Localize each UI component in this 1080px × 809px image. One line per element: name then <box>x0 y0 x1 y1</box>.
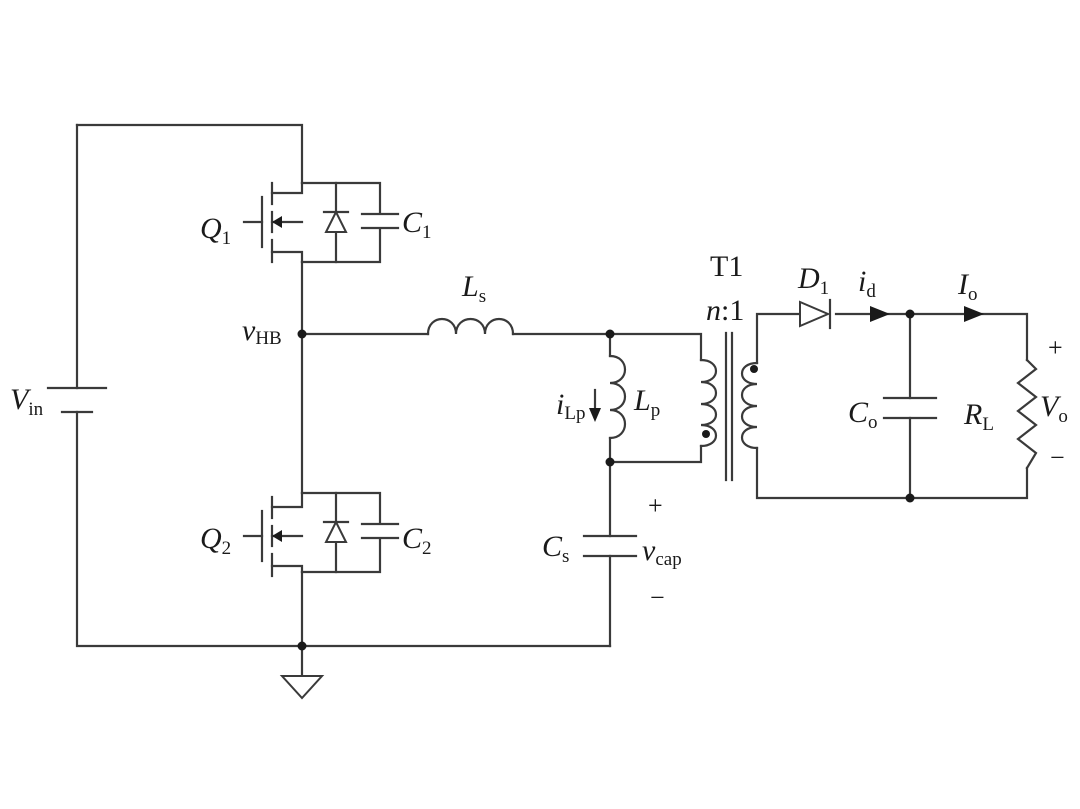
vcap-minus-sign: − <box>650 583 665 612</box>
co-capacitor <box>882 396 938 420</box>
q2-body-diode <box>322 519 350 543</box>
vcap-label: vcap <box>642 534 682 570</box>
c2-capacitor <box>360 522 400 540</box>
vin-battery <box>46 386 108 414</box>
co-label: Co <box>848 396 878 433</box>
vin-label: Vin <box>10 383 44 420</box>
t1-label: T1 <box>710 250 743 283</box>
id-label: id <box>858 265 876 302</box>
secondary-polarity-dot <box>750 365 758 373</box>
io-current-arrow <box>964 306 984 322</box>
ground-node-dot <box>297 641 307 651</box>
vo-minus-sign: − <box>1050 443 1065 472</box>
cs-capacitor <box>582 534 638 558</box>
ground-icon <box>279 675 325 700</box>
q1-label: Q1 <box>200 212 231 249</box>
q1-body-diode <box>322 209 350 233</box>
rl-resistor <box>1016 358 1038 470</box>
ls-label: Ls <box>461 270 486 307</box>
lp-top-node-dot <box>605 329 615 339</box>
lp-inductor <box>608 354 626 440</box>
ls-inductor <box>426 318 515 336</box>
cs-label: Cs <box>542 530 569 567</box>
id-current-arrow <box>870 306 890 322</box>
q2-mosfet <box>242 491 382 578</box>
co-bottom-node-dot <box>905 493 915 503</box>
ilp-label: iLp <box>556 388 585 424</box>
q1-mosfet <box>242 181 382 264</box>
c1-capacitor <box>360 212 400 230</box>
t1-transformer <box>699 331 759 482</box>
vo-plus-sign: + <box>1048 333 1063 362</box>
wires <box>75 123 1029 678</box>
rl-label: RL <box>963 398 994 435</box>
vo-label: Vo <box>1040 390 1068 427</box>
c1-label: C1 <box>402 206 432 243</box>
t1-ratio-label: n:1 <box>706 294 744 327</box>
vhb-label: vHB <box>242 314 282 349</box>
io-label: Io <box>957 268 978 305</box>
lp-bottom-node-dot <box>605 457 615 467</box>
d1-diode <box>799 298 832 330</box>
c2-label: C2 <box>402 522 432 559</box>
vcap-plus-sign: + <box>648 491 663 520</box>
q2-label: Q2 <box>200 522 231 559</box>
lp-label: Lp <box>633 384 660 421</box>
d1-label: D1 <box>797 262 829 299</box>
co-top-node-dot <box>905 309 915 319</box>
ilp-current-arrow <box>589 388 601 422</box>
hb-node-dot <box>297 329 307 339</box>
primary-polarity-dot <box>702 430 710 438</box>
